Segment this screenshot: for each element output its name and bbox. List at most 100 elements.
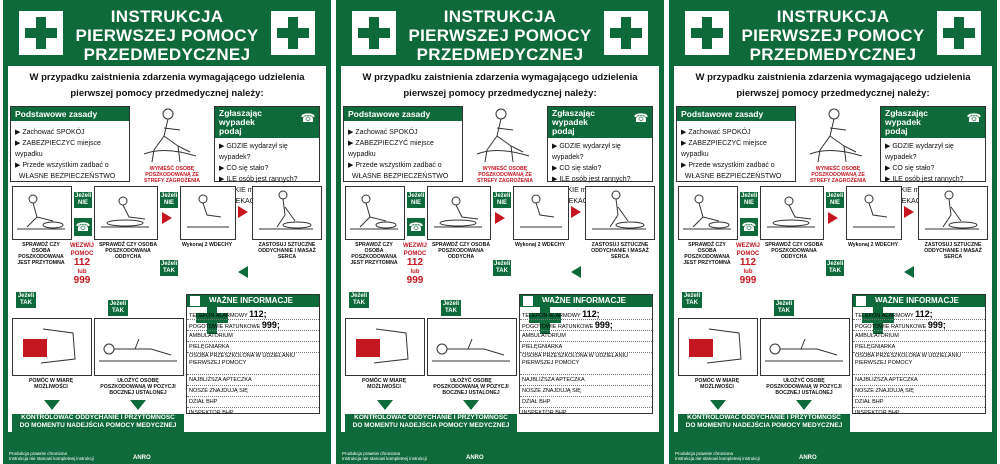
info-row: INSPEKTOR BHP bbox=[189, 410, 234, 416]
check-breath-illustration bbox=[94, 186, 158, 240]
poster-title: INSTRUKCJA PIERWSZEJ POMOCY PRZEDMEDYCZN… bbox=[741, 7, 925, 64]
brand-logo: ANRO bbox=[466, 455, 484, 461]
info-row: OSOBA PRZESZKOLONA W UDZIELANIU PIERWSZE… bbox=[187, 353, 319, 375]
call-help-caption: WEZWIJ POMOC 112 lub 999 bbox=[736, 243, 760, 286]
footer-note: Produkcja prawnie chroniona Instrukcja n… bbox=[342, 451, 427, 461]
info-row: PIELĘGNIARKA bbox=[520, 342, 652, 353]
report-box: Zgłaszając wypadek podaj ☎ ▶ GDZIE wydar… bbox=[214, 106, 320, 205]
check-breath-illustration bbox=[427, 186, 491, 240]
info-row: TELEFON ALARMOWY 112; bbox=[187, 309, 319, 320]
info-header: WAŻNE INFORMACJE bbox=[853, 295, 985, 307]
important-info-box: WAŻNE INFORMACJE TELEFON ALARMOWY 112; P… bbox=[852, 294, 986, 416]
if-yes-tag: Jeżeli TAK bbox=[774, 300, 794, 316]
flow-arrow-left bbox=[904, 266, 914, 278]
info-header: WAŻNE INFORMACJE bbox=[520, 295, 652, 307]
info-row: TELEFON ALARMOWY 112; bbox=[520, 309, 652, 320]
if-no-tag: Jeżeli NIE bbox=[74, 192, 92, 208]
rescue-breath-icon bbox=[853, 194, 895, 228]
if-no-tag: Jeżeli NIE bbox=[493, 192, 511, 208]
if-yes-tag: Jeżeli TAK bbox=[682, 292, 702, 308]
report-box: Zgłaszając wypadek podaj ☎ ▶ GDZIE wydar… bbox=[547, 106, 653, 205]
info-row: NAJBLIŻSZA APTECZKA bbox=[520, 375, 652, 386]
check-conscious-illustration bbox=[12, 186, 72, 240]
rescuer-drag-icon bbox=[143, 108, 197, 163]
breath-caption: Wykonaj 2 WDECHY bbox=[181, 242, 233, 248]
flow-arrow-right bbox=[571, 206, 581, 218]
rescuer-drag-icon bbox=[476, 108, 530, 163]
info-row: NAJBLIŻSZA APTECZKA bbox=[187, 375, 319, 386]
info-row: POGOTOWIE RATUNKOWE 999; bbox=[520, 320, 652, 331]
important-info-box: WAŻNE INFORMACJE TELEFON ALARMOWY 112; P… bbox=[186, 294, 320, 416]
info-row: OSOBA PRZESZKOLONA W UDZIELANIU PIERWSZE… bbox=[520, 353, 652, 375]
rescue-breath-icon bbox=[520, 194, 562, 228]
rule-item: WŁASNE BEZPIECZEŃSTWO bbox=[351, 173, 449, 180]
first-aid-cross-icon bbox=[523, 296, 561, 334]
report-item: ▶ GDZIE wydarzył się wypadek? bbox=[552, 143, 621, 161]
poster-header: INSTRUKCJA PIERWSZEJ POMOCY PRZEDMEDYCZN… bbox=[3, 3, 331, 64]
check-breath-illustration bbox=[760, 186, 824, 240]
info-row: NAJBLIŻSZA APTECZKA bbox=[853, 375, 985, 386]
if-yes-tag: Jeżeli TAK bbox=[16, 292, 36, 308]
rescue-illustration: WYNIEŚĆ OSOBĘ POSZKODOWANĄ ZE STREFY ZAG… bbox=[134, 106, 210, 184]
info-row: PIELĘGNIARKA bbox=[853, 342, 985, 353]
check-conscious-illustration bbox=[345, 186, 405, 240]
info-row: INSPEKTOR BHP bbox=[855, 410, 900, 416]
chest-compression-icon bbox=[925, 190, 979, 230]
person-kneeling-icon bbox=[17, 194, 65, 230]
info-row: NOSZE ZNAJDUJĄ SIĘ bbox=[853, 386, 985, 397]
info-row: NOSZE ZNAJDUJĄ SIĘ bbox=[520, 386, 652, 397]
bottom-instruction: KONTROLOWAĆ ODDYCHANIE I PRZYTOMNOŚĆ DO … bbox=[12, 414, 184, 432]
check-breath-caption: SPRAWDŹ CZY OSOBA POSZKODOWANA ODDYCHA bbox=[98, 242, 158, 260]
important-info-box: WAŻNE INFORMACJE TELEFON ALARMOWY 112; P… bbox=[519, 294, 653, 416]
head-tilt-icon bbox=[434, 196, 482, 228]
basic-rules-header: Podstawowe zasady bbox=[677, 107, 795, 121]
flow-arrow-right bbox=[904, 206, 914, 218]
flow-arrow-down bbox=[44, 400, 60, 410]
first-aid-poster: INSTRUKCJA PIERWSZEJ POMOCY PRZEDMEDYCZN… bbox=[336, 0, 664, 464]
if-no-tag: Jeżeli NIE bbox=[160, 192, 178, 208]
bandage-icon bbox=[23, 328, 76, 364]
first-aid-cross-icon bbox=[685, 11, 729, 55]
phone-icon: ☎ bbox=[632, 109, 650, 127]
flow-arrow-down bbox=[463, 400, 479, 410]
phone-icon: ☎ bbox=[299, 109, 317, 127]
phone-icon: ☎ bbox=[407, 218, 425, 236]
rescue-illustration: WYNIEŚĆ OSOBĘ POSZKODOWANĄ ZE STREFY ZAG… bbox=[467, 106, 543, 184]
rescue-breath-illustration bbox=[846, 186, 902, 240]
basic-rules-box: Podstawowe zasady ▶ Zachować SPOKÓJ ▶ ZA… bbox=[10, 106, 130, 182]
basic-rules-box: Podstawowe zasady ▶ Zachować SPOKÓJ ▶ ZA… bbox=[676, 106, 796, 182]
intro-text: W przypadku zaistnienia zdarzenia wymaga… bbox=[362, 72, 638, 99]
info-row: AMBULATORIUM bbox=[520, 331, 652, 342]
info-row: DZIAŁ BHP bbox=[520, 397, 652, 408]
intro-text: W przypadku zaistnienia zdarzenia wymaga… bbox=[29, 72, 305, 99]
cpr-caption: ZASTOSUJ SZTUCZNE ODDYCHANIE I MASAŻ SER… bbox=[591, 242, 649, 260]
report-item: ▶ GDZIE wydarzył się wypadek? bbox=[885, 143, 954, 161]
first-aid-cross-icon bbox=[604, 11, 648, 55]
first-aid-cross-icon bbox=[271, 11, 315, 55]
flow-arrow-down bbox=[130, 400, 146, 410]
rule-item: WŁASNE BEZPIECZEŃSTWO bbox=[18, 173, 116, 180]
check-conscious-illustration bbox=[678, 186, 738, 240]
report-item: ▶ ILE osób jest rannych? bbox=[885, 176, 964, 183]
rescue-illustration: WYNIEŚĆ OSOBĘ POSZKODOWANĄ ZE STREFY ZAG… bbox=[800, 106, 876, 184]
poster-header: INSTRUKCJA PIERWSZEJ POMOCY PRZEDMEDYCZN… bbox=[336, 3, 664, 64]
rescue-breath-illustration bbox=[513, 186, 569, 240]
recovery-caption: UŁOŻYĆ OSOBĘ POSZKODOWANĄ W POZYCJI BOCZ… bbox=[433, 378, 509, 396]
if-no-tag: Jeżeli NIE bbox=[740, 192, 758, 208]
cpr-caption: ZASTOSUJ SZTUCZNE ODDYCHANIE I MASAŻ SER… bbox=[924, 242, 982, 260]
head-tilt-icon bbox=[101, 196, 149, 228]
call-help-caption: WEZWIJ POMOC 112 lub 999 bbox=[70, 243, 94, 286]
recovery-position-illustration bbox=[94, 318, 184, 376]
flow-arrow-down bbox=[710, 400, 726, 410]
info-row: POGOTOWIE RATUNKOWE 999; bbox=[187, 320, 319, 331]
bleeding-help-illustration bbox=[345, 318, 425, 376]
info-row: DZIAŁ BHP bbox=[853, 397, 985, 408]
if-yes-tag: Jeżeli TAK bbox=[493, 260, 511, 276]
rule-item: ▶ Przede wszystkim zadbać o bbox=[15, 162, 109, 169]
call-help-caption: WEZWIJ POMOC 112 lub 999 bbox=[403, 243, 427, 286]
bandage-icon bbox=[356, 328, 409, 364]
bottom-instruction: KONTROLOWAĆ ODDYCHANIE I PRZYTOMNOŚĆ DO … bbox=[345, 414, 517, 432]
bottom-instruction: KONTROLOWAĆ ODDYCHANIE I PRZYTOMNOŚĆ DO … bbox=[678, 414, 850, 432]
info-row: OSOBA PRZESZKOLONA W UDZIELANIU PIERWSZE… bbox=[853, 353, 985, 375]
info-row: AMBULATORIUM bbox=[187, 331, 319, 342]
